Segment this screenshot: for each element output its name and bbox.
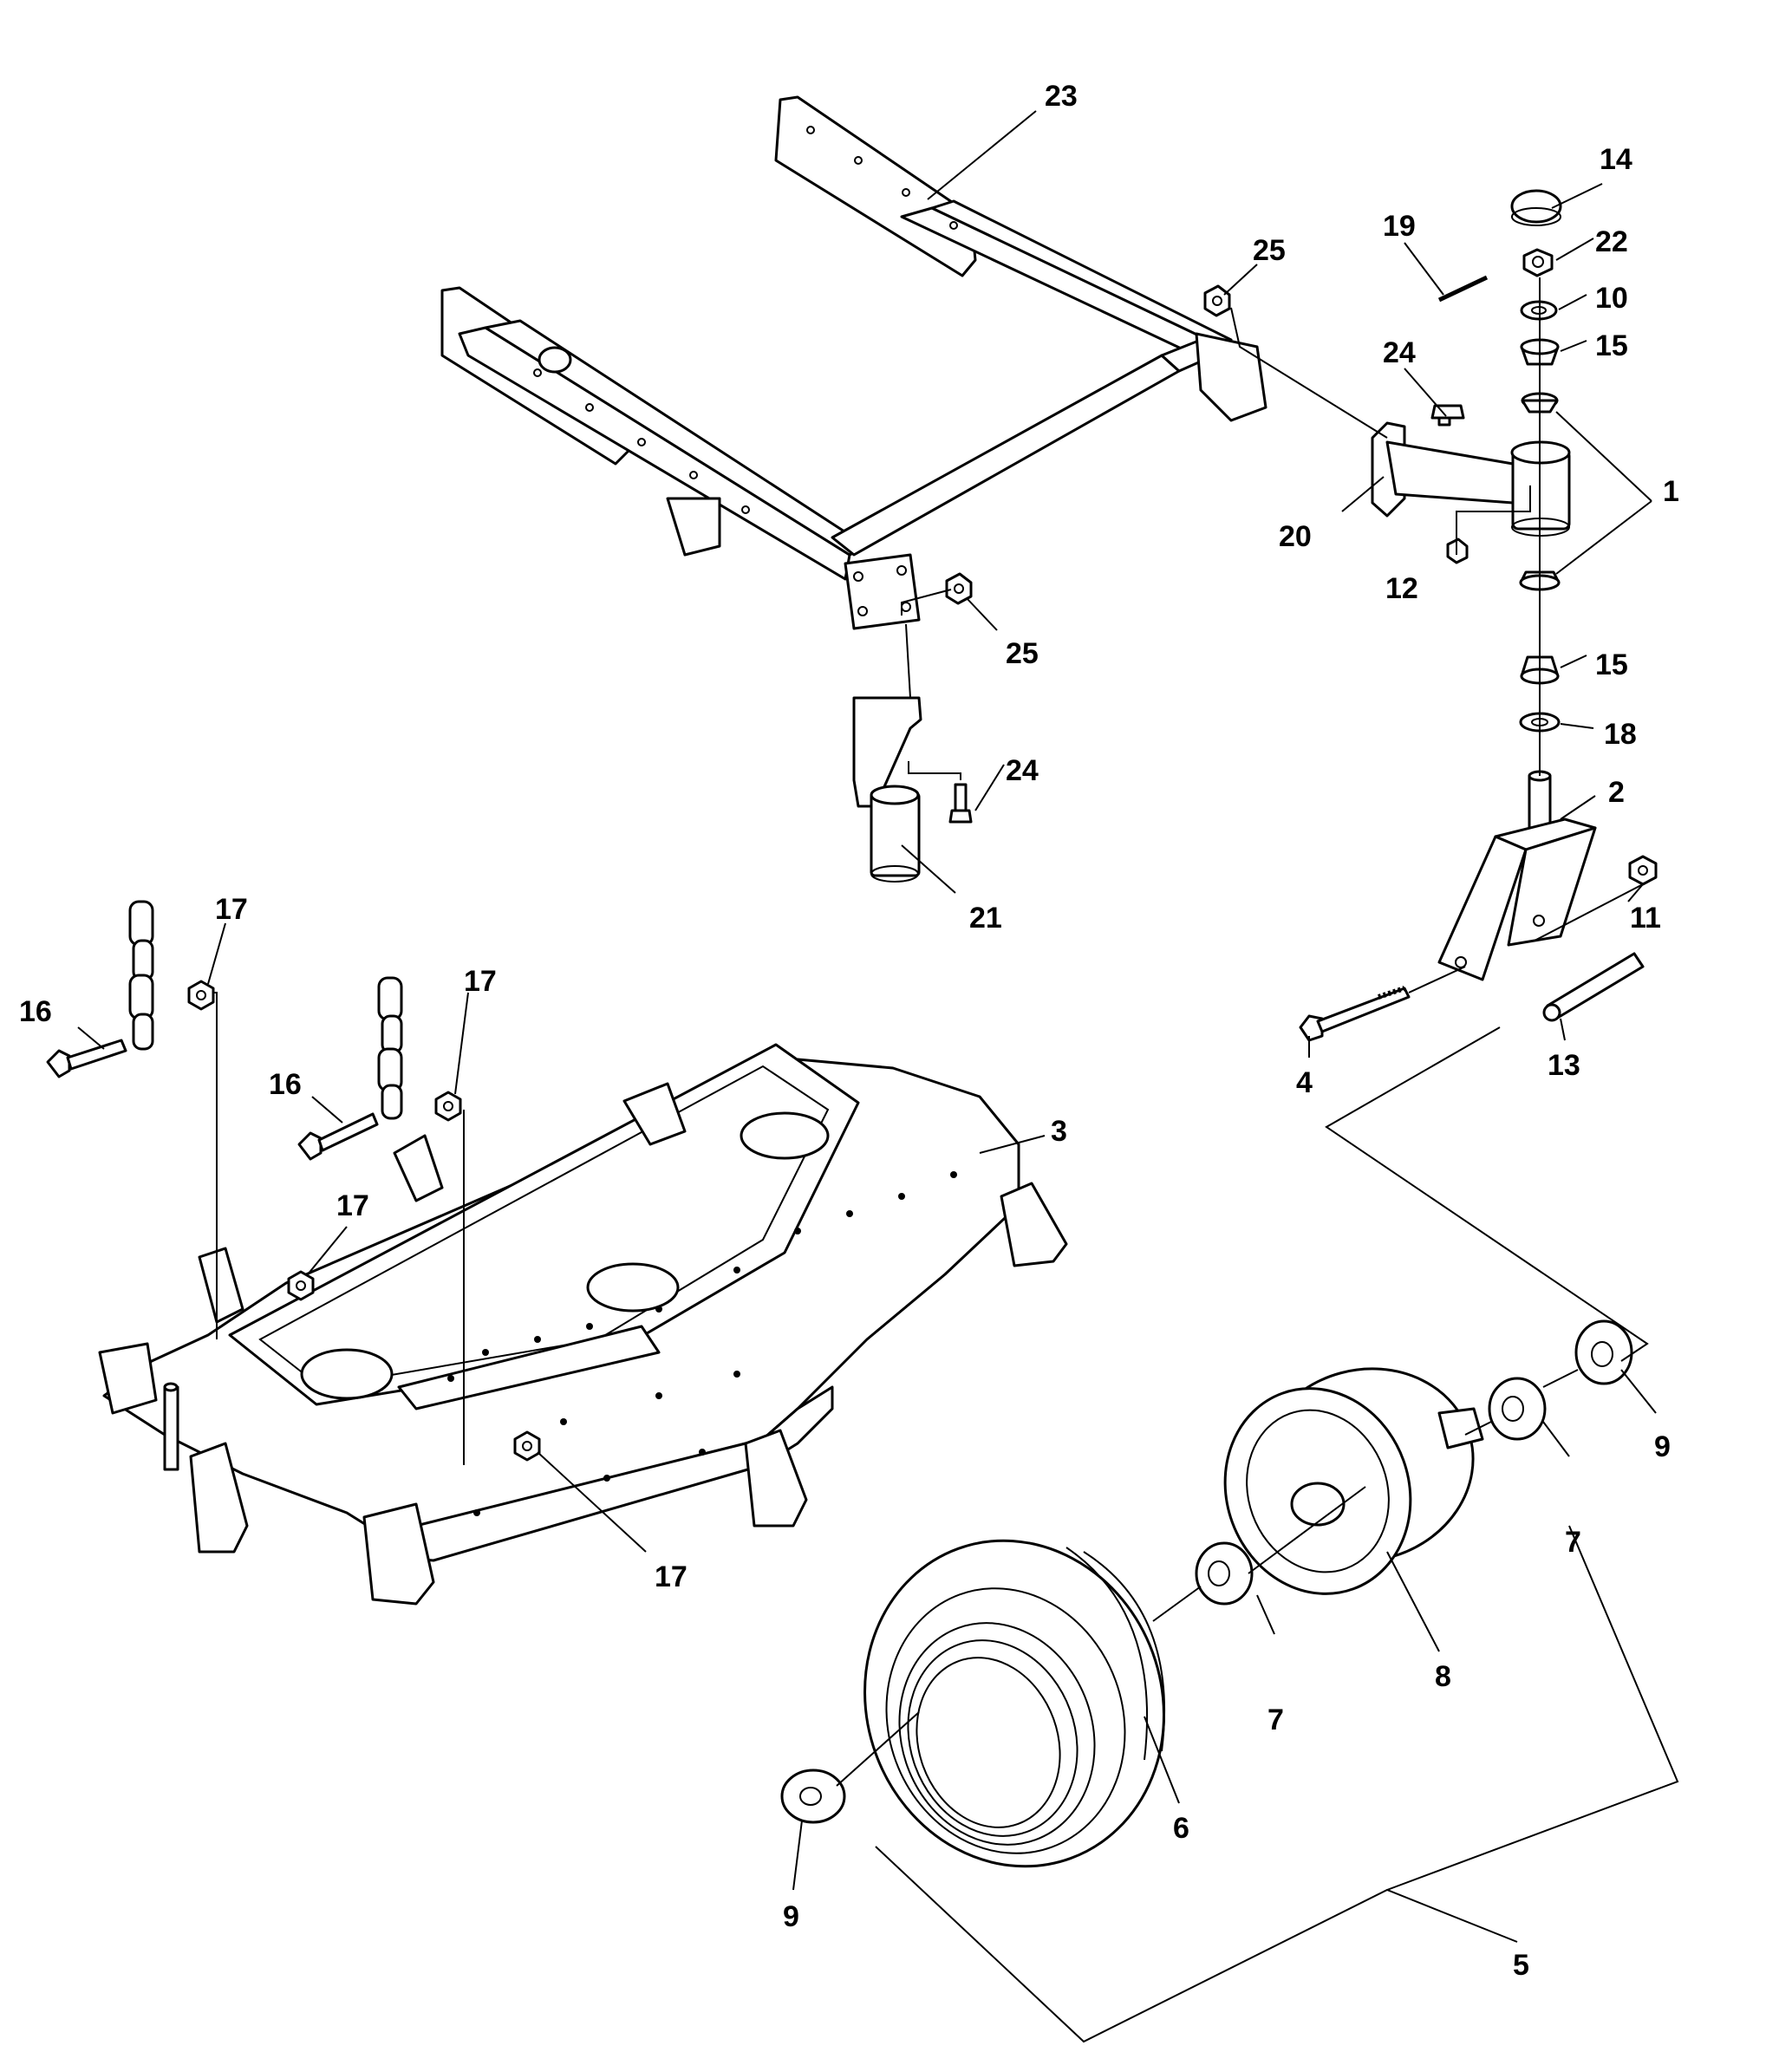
bolt-24-upper	[1430, 404, 1465, 427]
nut-17-c	[287, 1270, 315, 1301]
nut-11	[1628, 855, 1658, 886]
callout-22: 22	[1595, 225, 1628, 258]
bolt-16-left	[46, 1039, 127, 1078]
spacer-9-left	[780, 1769, 846, 1824]
callout-17-c: 17	[336, 1189, 369, 1222]
callout-15-lower: 15	[1595, 648, 1628, 681]
mower-deck-3	[98, 1043, 1068, 1606]
callout-14: 14	[1600, 143, 1632, 176]
callout-6: 6	[1173, 1812, 1189, 1845]
hex-nut-25-upper	[1203, 284, 1231, 317]
callout-24-upper: 24	[1383, 336, 1416, 369]
nut-17-b	[434, 1091, 462, 1122]
callout-5: 5	[1513, 1949, 1529, 1982]
caster-arm-21	[852, 696, 922, 883]
callout-13: 13	[1548, 1049, 1580, 1082]
callout-10: 10	[1595, 282, 1628, 315]
callout-18: 18	[1604, 718, 1637, 751]
leader-lines	[77, 110, 1679, 2043]
bolt-16-right	[297, 1112, 379, 1161]
caster-arm-20	[1371, 421, 1571, 537]
bolt-24-lower	[948, 783, 973, 824]
bolt-4	[1299, 986, 1411, 1042]
callout-8: 8	[1435, 1660, 1451, 1693]
caster-fork-2	[1437, 770, 1597, 981]
callout-16-right: 16	[269, 1068, 302, 1101]
callout-25-upper: 25	[1253, 234, 1286, 267]
callout-25-lower: 25	[1006, 637, 1039, 670]
callout-17-d: 17	[655, 1560, 687, 1593]
deck-lift-frame	[440, 95, 1267, 630]
callout-17-a: 17	[215, 893, 248, 926]
chain-left	[128, 900, 154, 1051]
callout-12: 12	[1385, 572, 1418, 605]
callout-1: 1	[1663, 475, 1679, 508]
hex-nut-25-lower	[945, 572, 973, 605]
bearing-7-right	[1488, 1377, 1547, 1441]
bearing-7-left	[1195, 1541, 1254, 1606]
callout-15-upper: 15	[1595, 329, 1628, 362]
callout-17-b: 17	[464, 965, 497, 998]
callout-21: 21	[969, 902, 1002, 935]
callout-9-right: 9	[1654, 1430, 1671, 1463]
chain-right	[377, 976, 403, 1120]
callout-11: 11	[1630, 902, 1661, 935]
callout-3: 3	[1051, 1115, 1067, 1148]
callout-4: 4	[1296, 1066, 1313, 1099]
callout-9-left: 9	[783, 1900, 799, 1933]
callout-7-right: 7	[1565, 1526, 1581, 1559]
nut-22	[1522, 248, 1554, 277]
callout-labels: 23 25 25 24 21 24 20 12 14 19 22 10 15 1…	[19, 80, 1679, 1982]
spacer-13	[1542, 952, 1645, 1022]
spacer-9-right	[1574, 1319, 1633, 1385]
callout-24-lower: 24	[1006, 754, 1039, 787]
tire-6	[863, 1539, 1166, 1868]
callout-19: 19	[1383, 210, 1416, 243]
callout-20: 20	[1279, 520, 1312, 553]
nut-17-a	[187, 980, 215, 1011]
callout-23: 23	[1045, 80, 1078, 113]
callout-7-left: 7	[1267, 1703, 1284, 1736]
cotter-pin-19	[1437, 275, 1489, 303]
dust-cap-14	[1510, 189, 1562, 226]
wheel-rim-8	[1223, 1367, 1484, 1595]
callout-2: 2	[1608, 776, 1625, 809]
nut-17-d	[513, 1430, 541, 1462]
callout-16-left: 16	[19, 995, 52, 1028]
